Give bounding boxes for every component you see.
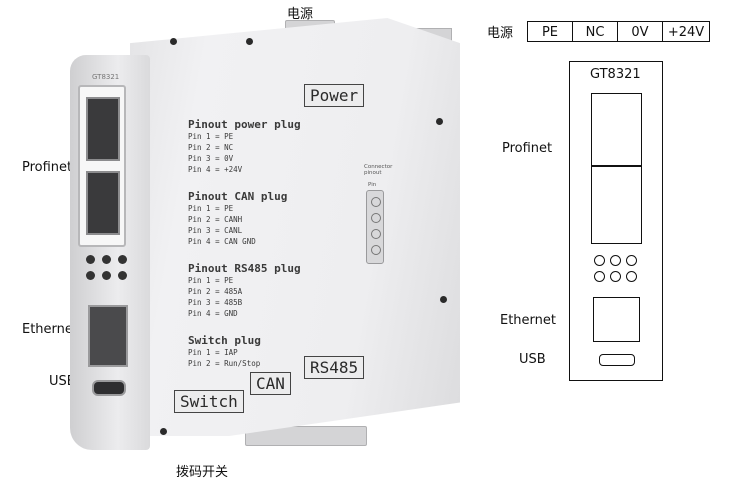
pinout-power-line-1: Pin 1 = PE [188,132,234,141]
led-2 [102,255,111,264]
pinout-power-line-3: Pin 3 = 0V [188,154,234,163]
pinout-can-line-1: Pin 1 = PE [188,204,234,213]
connector-pin [371,245,381,255]
pinout-power-line-4: Pin 4 = +24V [188,165,243,174]
profinet-port-2[interactable] [86,171,120,235]
model-plate: GT8321 [92,73,120,81]
profinet-port-window [78,85,126,247]
pinout-rs485-line-4: Pin 4 = GND [188,309,238,318]
pinout-rs485-line-2: Pin 2 = 485A [188,287,243,296]
pin-cell-24v: +24V [662,21,710,42]
schematic-ethernet-label: Ethernet [500,313,556,328]
mount-hole [436,118,443,125]
pinout-rs485-heading: Pinout RS485 plug [188,262,301,275]
mount-hole [170,38,177,45]
dip-switch-callout: 拨码开关 [176,465,229,480]
rs485-label: RS485 [304,356,365,379]
led-5 [102,271,111,280]
schematic-power-label: 电源 [487,26,514,41]
pinout-can-plug: Pinout CAN plug Pin 1 = PE Pin 2 = CANH … [188,190,287,247]
pinout-can-line-4: Pin 4 = CAN GND [188,237,256,246]
connector-pin [371,197,381,207]
profinet-callout: Profinet [22,160,73,175]
schematic-profinet-port-1 [591,93,642,166]
pin-cell-pe: PE [527,21,573,42]
usb-port[interactable] [92,380,126,396]
connector-pin [371,213,381,223]
pinout-rs485-line-3: Pin 3 = 485B [188,298,243,307]
switch-plug-line-1: Pin 1 = IAP [188,348,238,357]
mount-hole [440,296,447,303]
bottom-terminal [245,426,367,446]
mount-hole [246,38,253,45]
led-3 [118,255,127,264]
profinet-port-1[interactable] [86,97,120,161]
schematic-led [610,255,621,266]
pinout-can-heading: Pinout CAN plug [188,190,288,203]
led-4 [86,271,95,280]
schematic-usb-label: USB [519,352,546,367]
pinout-power-line-2: Pin 2 = NC [188,143,234,152]
mount-hole [160,428,167,435]
power-callout: 电源 [287,7,314,22]
pinout-power-heading: Pinout power plug [188,118,301,131]
schematic-profinet-label: Profinet [502,141,553,156]
ethernet-callout: Ethernet [22,322,78,337]
led-1 [86,255,95,264]
pinout-can-line-2: Pin 2 = CANH [188,215,243,224]
schematic-profinet-port-2 [591,166,642,244]
switch-plug: Switch plug Pin 1 = IAP Pin 2 = Run/Stop [188,334,261,369]
schematic-usb-port [599,354,635,366]
can-label: CAN [250,372,291,395]
pin-cell-0v: 0V [617,21,663,42]
device-front-face: GT8321 [70,55,150,450]
schematic-ethernet-port [593,297,640,342]
pinout-rs485-plug: Pinout RS485 plug Pin 1 = PE Pin 2 = 485… [188,262,301,319]
led-6 [118,271,127,280]
schematic-model-label: GT8321 [590,67,641,82]
switch-plug-line-2: Pin 2 = Run/Stop [188,359,261,368]
device-photo: GT8321 Power Pinout power plug Pin 1 = P… [70,0,480,490]
device-housing [130,18,460,436]
connector-pin-header: Pin [368,182,377,188]
schematic-led [610,271,621,282]
usb-callout: USB [49,374,76,389]
pinout-rs485-line-1: Pin 1 = PE [188,276,234,285]
switch-plug-heading: Switch plug [188,334,261,347]
schematic-led [594,255,605,266]
schematic-device-outline [569,61,663,381]
schematic-led [594,271,605,282]
connector-pin [371,229,381,239]
schematic-led [626,255,637,266]
pinout-can-line-3: Pin 3 = CANL [188,226,243,235]
pin-cell-nc: NC [572,21,618,42]
ethernet-port[interactable] [88,305,128,367]
power-label: Power [304,84,365,107]
connector-pinout-diagram [366,190,384,264]
connector-pinout-title: Connector pinout [364,164,393,176]
schematic-led [626,271,637,282]
switch-label: Switch [174,390,244,413]
pinout-power-plug: Pinout power plug Pin 1 = PE Pin 2 = NC … [188,118,301,175]
